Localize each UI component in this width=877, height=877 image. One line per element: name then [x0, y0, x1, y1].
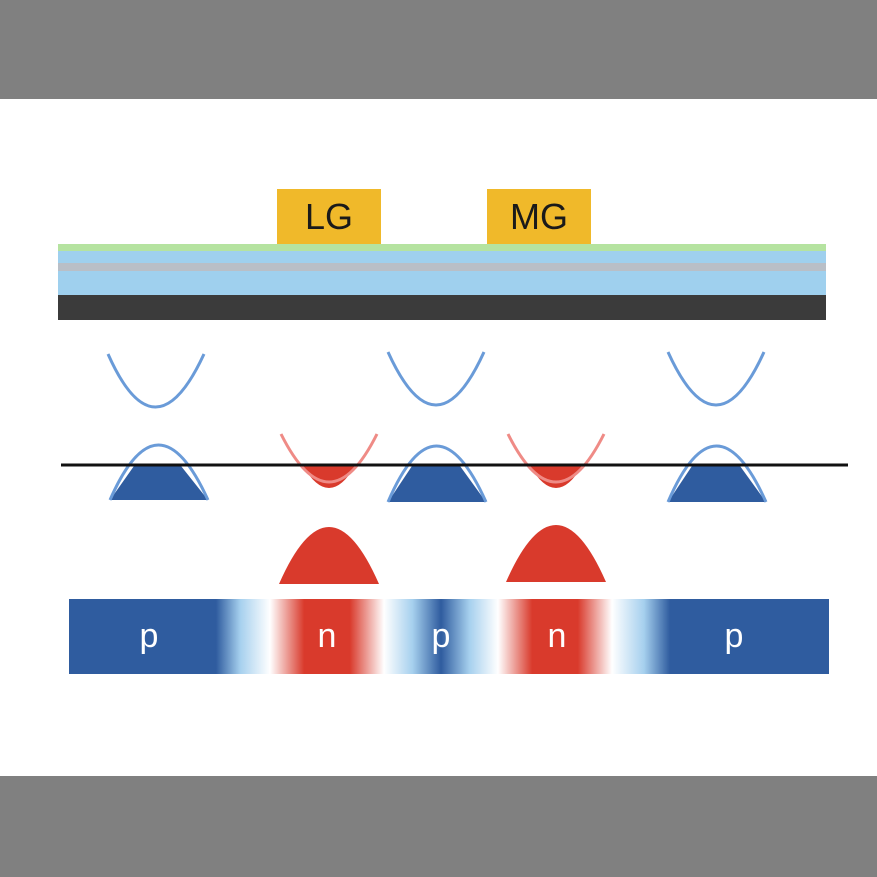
p-region-3-bg: [670, 599, 829, 674]
n-conduction-fill-1: [303, 466, 355, 488]
valence-band-2: [386, 444, 488, 503]
top-gray-band: [0, 0, 877, 99]
n-region-2: n: [498, 599, 616, 674]
upper-dielectric-layer: [58, 251, 826, 263]
conduction-band-2: [386, 351, 486, 407]
lower-dielectric-layer: [58, 271, 826, 295]
channel-layer: [58, 263, 826, 271]
valence-band-fill-2: [388, 466, 486, 502]
p-region-2: p: [384, 599, 498, 674]
valence-band-1: [108, 443, 210, 501]
valence-band-fill-3: [668, 466, 766, 502]
n-conduction-fill-2: [530, 466, 582, 488]
n-region-2-bg: [498, 599, 612, 674]
bottom-gray-band: [0, 776, 877, 877]
p-region-3: p: [670, 599, 798, 674]
n-conduction-band-1: [279, 433, 379, 484]
p-region-2-label: p: [431, 617, 451, 655]
p-region-1-bg: [69, 599, 216, 674]
pn-transition-1: [216, 599, 270, 674]
valence-band-fill-1: [110, 466, 208, 500]
p-region-1: p: [69, 599, 229, 674]
n-region-1-label: n: [317, 617, 337, 655]
valence-band-3: [666, 444, 768, 503]
middle-gate-label: MG: [510, 195, 568, 237]
n-valence-band-2: [506, 525, 606, 582]
p-region-3-label: p: [724, 617, 744, 655]
n-region-2-label: n: [547, 617, 567, 655]
n-conduction-band-2: [506, 433, 606, 484]
conduction-band-1: [106, 353, 206, 409]
p-region-1-label: p: [139, 617, 159, 655]
n-region-1-bg: [270, 599, 384, 674]
substrate-layer: [58, 295, 826, 320]
conduction-band-3: [666, 351, 766, 407]
n-valence-band-1: [279, 527, 379, 584]
top-layer: [58, 244, 826, 251]
left-gate: LG: [277, 189, 381, 244]
n-region-1: n: [270, 599, 384, 674]
np-transition-2: [612, 599, 670, 674]
middle-gate: MG: [487, 189, 591, 244]
left-gate-label: LG: [304, 195, 354, 237]
p-region-2-bg: [384, 599, 498, 674]
